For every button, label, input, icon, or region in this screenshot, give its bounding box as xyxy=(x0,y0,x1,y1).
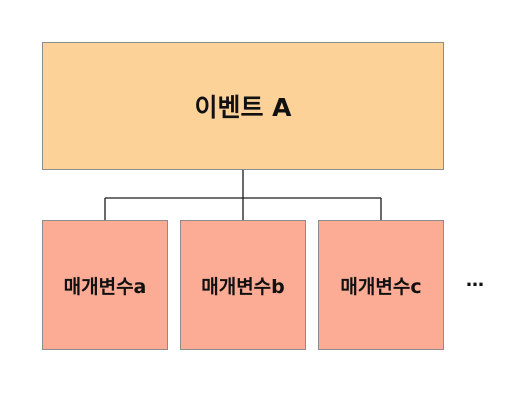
parameter-node-c: 매개변수c xyxy=(318,220,444,350)
parameter-node-a-label: 매개변수a xyxy=(63,275,147,298)
parameter-node-b: 매개변수b xyxy=(180,220,306,350)
parameter-node-b-label: 매개변수b xyxy=(201,275,285,298)
parameter-node-a: 매개변수a xyxy=(42,220,168,350)
parameter-node-c-label: 매개변수c xyxy=(340,275,422,298)
event-node-label: 이벤트 A xyxy=(194,93,292,122)
more-ellipsis: … xyxy=(466,270,485,291)
event-node: 이벤트 A xyxy=(42,42,444,170)
